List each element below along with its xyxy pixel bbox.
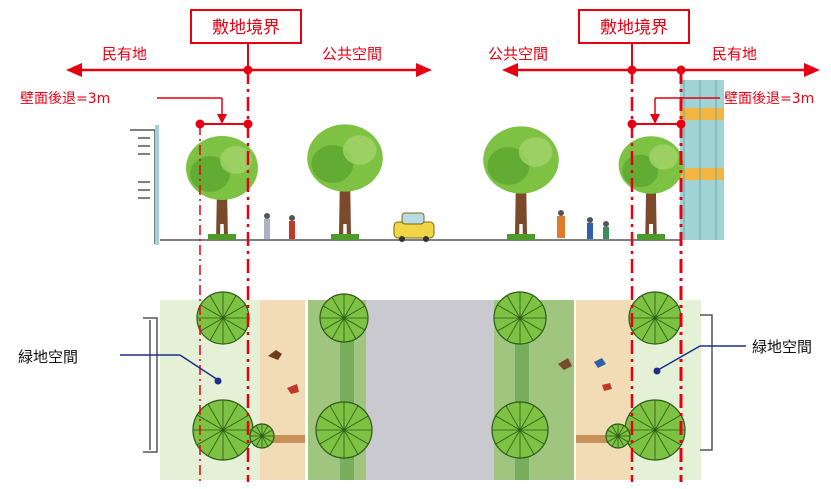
right-zone-arrow: [502, 63, 820, 77]
annotations: 敷地境界 敷地境界 民有地 公共空間 公共空間 民有地 壁面後退=3m 壁面後退…: [18, 9, 820, 385]
plan-tree-canopy: [319, 293, 369, 343]
boundary-label-left: 敷地境界: [212, 18, 280, 38]
green-space-callout-left: 緑地空間: [18, 348, 222, 385]
elevation-tree: [186, 136, 258, 241]
car: [393, 212, 435, 242]
plan-people: [268, 350, 612, 394]
plan-roadway: [366, 300, 494, 480]
elevation-tree: [618, 136, 684, 241]
setback-label-right: 壁面後退=3m: [724, 91, 814, 107]
green-space-callout-right: 緑地空間: [653, 338, 812, 375]
plan-tree-canopy: [624, 399, 686, 461]
plan-tree-canopy: [192, 399, 254, 461]
elevation-tree: [307, 124, 383, 241]
setback-left-dimension: 壁面後退=3m: [20, 91, 253, 129]
boundary-lines: [199, 70, 683, 482]
elevation-people: [264, 210, 609, 239]
plan-left-building: [143, 317, 158, 453]
plan-sidewalk-right: [576, 300, 631, 480]
boundary-label-box-right: [578, 9, 690, 44]
setback-label-left: 壁面後退=3m: [20, 91, 110, 107]
left-zone-arrow: [66, 63, 432, 77]
plan-tree-canopy: [493, 291, 547, 345]
private-land-label-right: 民有地: [712, 45, 757, 63]
plan-tree-canopies: [192, 291, 686, 461]
boundary-label-right: 敷地境界: [600, 18, 668, 38]
plan-tree-canopy: [628, 291, 682, 345]
elevation-left-building: [130, 125, 159, 245]
plan-tree-canopy: [249, 423, 275, 449]
plan-tree-canopy: [196, 291, 250, 345]
green-space-label-right: 緑地空間: [752, 338, 812, 356]
boundary-label-box-left: [190, 9, 302, 44]
private-land-label-left: 民有地: [102, 45, 147, 63]
elevation-tree: [483, 126, 559, 241]
plan-view: [143, 291, 713, 480]
plan-right-building: [700, 314, 713, 451]
public-space-label-right: 公共空間: [488, 45, 548, 63]
public-space-label-left: 公共空間: [322, 45, 382, 63]
setback-right-dimension: 壁面後退=3m: [627, 91, 814, 129]
plan-tree-canopy: [315, 401, 373, 459]
elevation-view: [130, 80, 724, 245]
plan-tree-canopy: [605, 423, 631, 449]
elevation-right-building: [680, 80, 724, 240]
plan-tree-canopy: [491, 401, 549, 459]
green-space-label-left: 緑地空間: [18, 348, 78, 366]
elevation-trees: [186, 124, 684, 241]
